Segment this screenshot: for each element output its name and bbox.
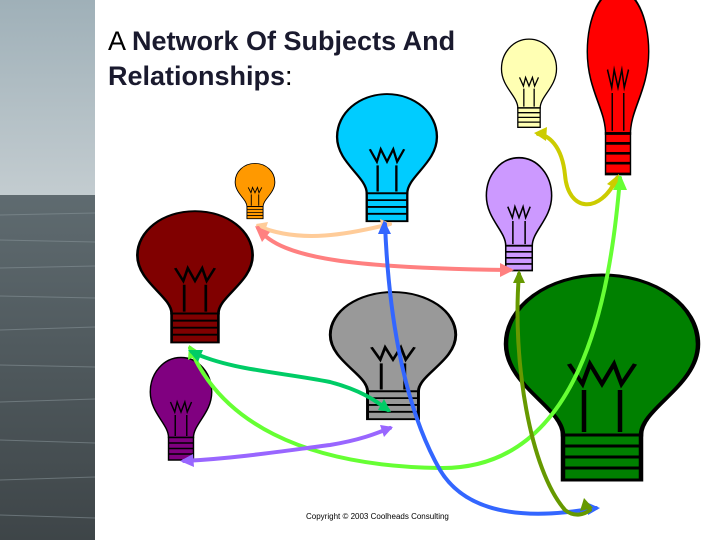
ocean-photo-strip bbox=[0, 0, 95, 540]
arrow-peach-orange-cyan bbox=[256, 222, 392, 238]
bulb-green-base bbox=[560, 433, 644, 482]
bulb-lavender-glass bbox=[485, 156, 553, 247]
arrowhead-olive-at-green bbox=[580, 498, 593, 511]
bulb-cyan-base bbox=[365, 192, 409, 223]
bulbs-layer bbox=[136, 0, 701, 482]
bulb-cyan bbox=[335, 93, 439, 223]
arrow-blue-cyan-green bbox=[383, 222, 598, 516]
bulb-pale-yellow-filament bbox=[518, 75, 540, 107]
arrow-emerald-maroon-gray bbox=[190, 350, 390, 412]
bulb-orange-base bbox=[246, 206, 264, 220]
bulb-purple bbox=[149, 356, 213, 461]
bulb-green-filament bbox=[566, 359, 638, 432]
arrowhead-emerald-at-gray bbox=[378, 399, 391, 412]
bulb-purple-filament bbox=[169, 399, 193, 436]
bulb-maroon bbox=[136, 210, 254, 344]
arrows-layer bbox=[180, 127, 627, 517]
arrow-pink-maroon-lavender bbox=[256, 226, 512, 272]
bulb-cyan-glass bbox=[335, 93, 439, 195]
bulb-maroon-glass bbox=[136, 210, 254, 315]
arrow-olive-lavender-green bbox=[515, 272, 592, 517]
bulb-pale-yellow bbox=[500, 38, 558, 128]
bulb-red-filament bbox=[606, 65, 630, 131]
arrowhead-pink-at-maroon bbox=[255, 226, 270, 242]
bulb-maroon-filament bbox=[173, 265, 217, 312]
bulb-green bbox=[503, 273, 701, 482]
arrowhead-emerald-at-maroon bbox=[188, 350, 203, 362]
bulb-maroon-base bbox=[170, 312, 220, 344]
bulb-pale-yellow-base bbox=[517, 107, 541, 128]
bulb-red-glass bbox=[586, 0, 650, 135]
bulb-pale-yellow-glass bbox=[500, 38, 558, 109]
bulb-red-base bbox=[604, 132, 632, 176]
bulb-purple-glass bbox=[149, 356, 213, 439]
title-suffix: : bbox=[285, 61, 293, 91]
copyright-notice: Copyright © 2003 Coolheads Consulting bbox=[306, 512, 449, 521]
arrowhead-pink-at-lavender bbox=[500, 263, 514, 277]
arrowhead-violet-at-gray bbox=[380, 425, 393, 437]
bulb-lavender bbox=[485, 156, 553, 272]
bulb-red bbox=[586, 0, 650, 176]
arrowhead-lime-at-red bbox=[613, 176, 627, 190]
bulb-orange-filament bbox=[247, 186, 263, 206]
bulb-lavender-filament bbox=[507, 204, 531, 245]
arrowhead-olive-at-lavender bbox=[513, 270, 525, 283]
bulb-orange-glass bbox=[234, 162, 276, 207]
arrowhead-blue-at-cyan bbox=[378, 220, 391, 234]
arrowhead-violet-at-purple bbox=[180, 454, 194, 467]
arrow-lime-red-maroon bbox=[188, 176, 622, 471]
title-prefix: A bbox=[108, 26, 133, 56]
bulb-orange bbox=[234, 162, 276, 220]
title-emphasis-line-2: Relationships bbox=[108, 61, 286, 91]
arrow-violet-purple-gray bbox=[182, 426, 392, 463]
bulb-gray-glass bbox=[328, 291, 458, 393]
arrow-yellowgreen-red-yellow bbox=[536, 132, 619, 207]
bulb-cyan-filament bbox=[368, 146, 406, 192]
bulb-lavender-base bbox=[504, 244, 534, 272]
title-emphasis-line-1: Network Of Subjects And bbox=[132, 26, 456, 56]
bulb-green-glass bbox=[503, 273, 701, 437]
arrowhead-yellowgreen-at-yellow bbox=[534, 127, 547, 141]
